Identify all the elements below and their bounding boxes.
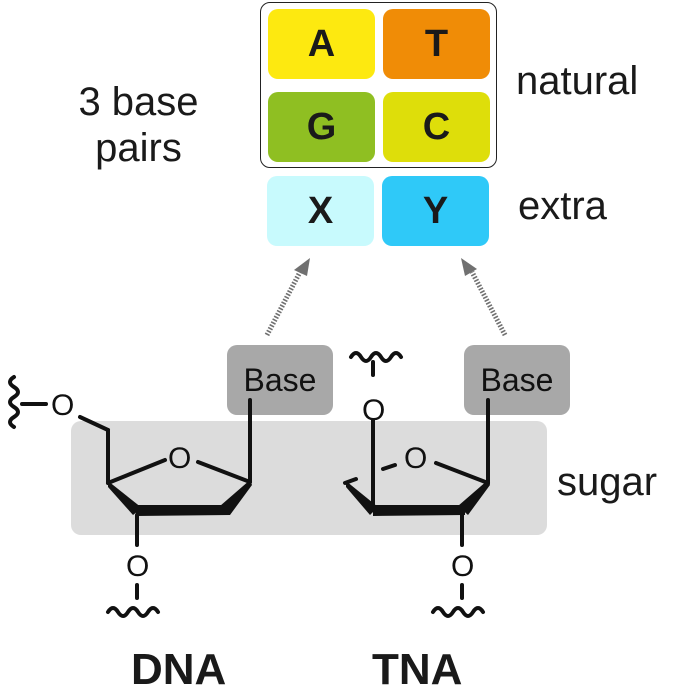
base-letter: X: [307, 189, 334, 232]
oxygen-atom: O: [451, 550, 474, 583]
base-letter: A: [307, 22, 336, 65]
base-pairs-label: 3 base pairs: [66, 82, 211, 168]
natural-label: natural: [516, 59, 639, 103]
dna-structure: [8, 375, 252, 618]
base-pairs-line2: pairs: [95, 126, 182, 170]
oxygen-atom: O: [168, 442, 191, 475]
oxygen-atom: O: [51, 389, 74, 422]
base-letter: C: [422, 105, 451, 148]
wavy-bond-icon: [106, 606, 160, 618]
base-pairs-line1: 3 base: [78, 80, 199, 124]
sugar-region: [71, 421, 547, 535]
tna-structure: [343, 351, 490, 618]
dna-base-box: Base: [227, 345, 333, 415]
base-tile-y: Y: [382, 176, 489, 246]
oxygen-atom: O: [126, 550, 149, 583]
oxygen-atom: O: [362, 394, 385, 427]
tna-label: TNA: [372, 645, 463, 694]
wavy-bond-icon: [8, 375, 20, 429]
arrowhead-icon: [294, 258, 310, 276]
oxygen-atom: O: [404, 442, 427, 475]
wavy-bond-icon: [349, 351, 403, 363]
tna-base-box: Base: [464, 345, 570, 415]
base-tile-c: C: [383, 92, 490, 162]
base-tile-t: T: [383, 9, 490, 79]
dna-label: DNA: [131, 645, 227, 694]
base-box-label: Base: [480, 361, 554, 398]
extra-label: extra: [518, 184, 607, 228]
base-letter: G: [306, 105, 337, 148]
base-tile-a: A: [268, 9, 375, 79]
base-letter: Y: [422, 189, 449, 232]
natural-bases-box: A T G C: [260, 2, 497, 168]
sugar-label: sugar: [557, 460, 658, 504]
wavy-bond-icon: [431, 606, 485, 618]
base-letter: T: [424, 22, 449, 65]
arrow-tna-to-y: [461, 258, 508, 337]
base-box-label: Base: [243, 361, 317, 398]
base-tile-x: X: [267, 176, 374, 246]
arrow-dna-to-x: [264, 258, 310, 337]
arrowhead-icon: [461, 258, 477, 276]
base-tile-g: G: [268, 92, 375, 162]
